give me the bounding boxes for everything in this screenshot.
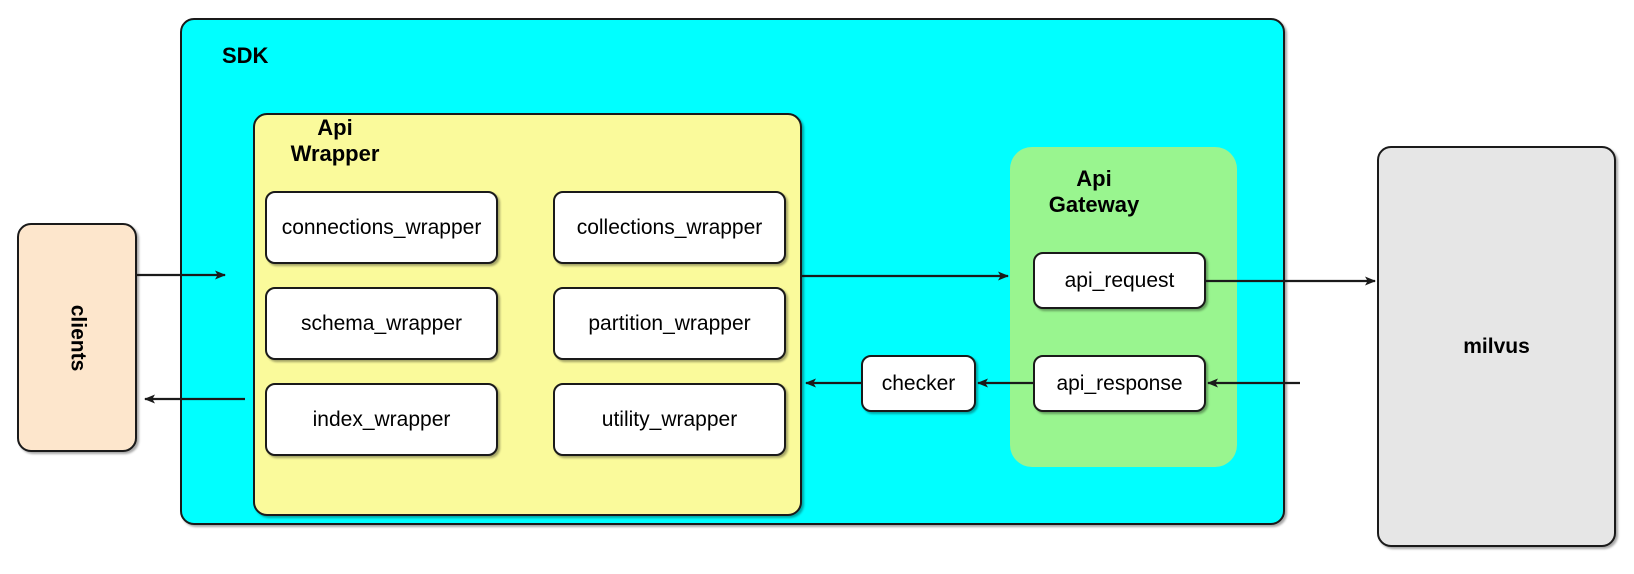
milvus-box[interactable]: milvus — [1377, 146, 1616, 547]
api-gateway-label: Api Gateway — [1048, 166, 1140, 217]
module-connections-wrapper[interactable]: connections_wrapper — [265, 191, 498, 264]
module-partition-wrapper[interactable]: partition_wrapper — [553, 287, 786, 360]
milvus-label: milvus — [1463, 334, 1530, 358]
sdk-label: SDK — [222, 43, 269, 68]
checker-box[interactable]: checker — [861, 355, 976, 412]
module-api-request[interactable]: api_request — [1033, 252, 1206, 309]
module-collections-wrapper[interactable]: collections_wrapper — [553, 191, 786, 264]
module-schema-wrapper[interactable]: schema_wrapper — [265, 287, 498, 360]
module-api-response[interactable]: api_response — [1033, 355, 1206, 412]
api-wrapper-label: Api Wrapper — [290, 115, 380, 166]
module-utility-wrapper[interactable]: utility_wrapper — [553, 383, 786, 456]
module-index-wrapper[interactable]: index_wrapper — [265, 383, 498, 456]
clients-label: clients — [66, 304, 89, 371]
clients-box[interactable]: clients — [17, 223, 137, 452]
